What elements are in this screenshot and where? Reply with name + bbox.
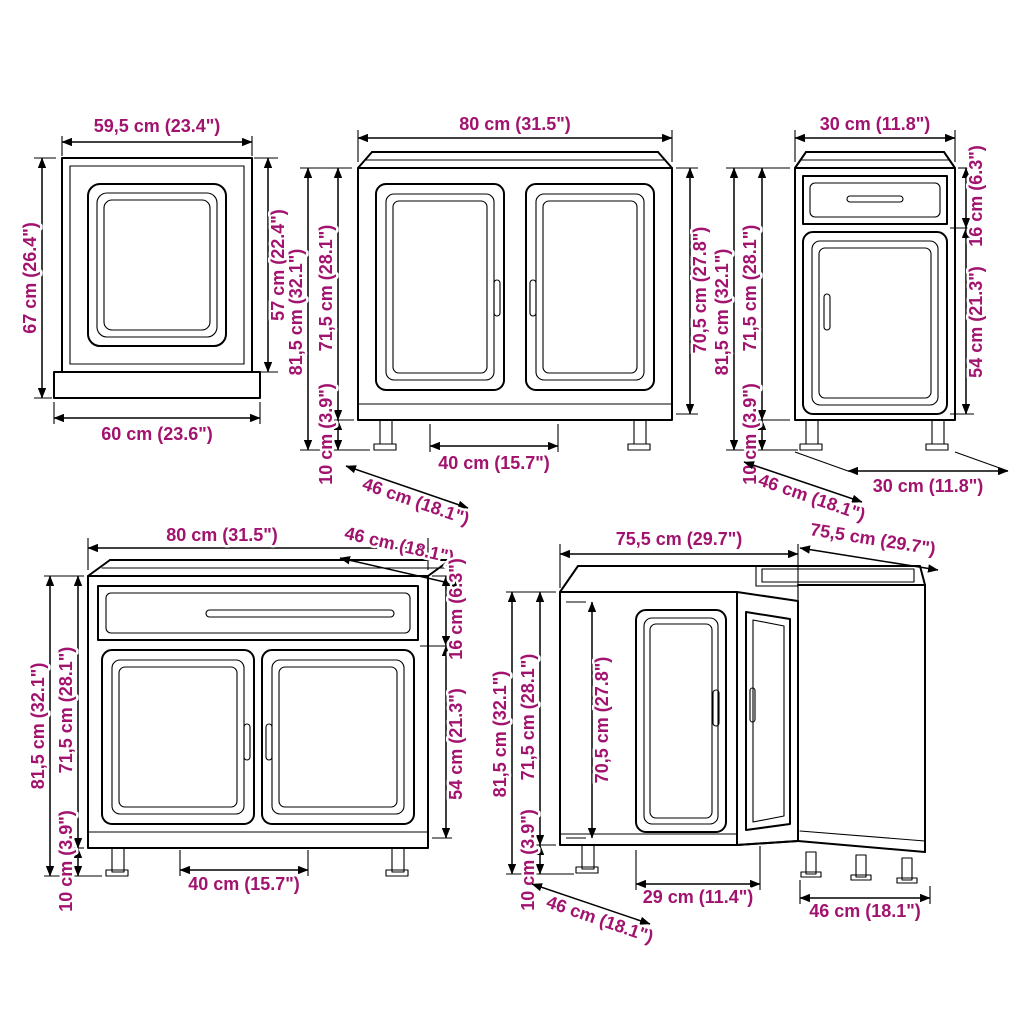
dim-wall-bottom-width: 60 cm (23.6"): [53, 402, 261, 447]
dim-narrow-right-heights: 16 cm (6.3") 54 cm (21.3"): [950, 143, 989, 415]
narrow-base-carcass: [794, 151, 956, 421]
drawer-handle: [846, 195, 904, 203]
dim-sink-heights-left: 71,5 cm (28.1") 10 cm (3.9") 81,5 cm (32…: [284, 167, 370, 487]
dim-label-wall-top-width: 59,5 cm (23.4"): [94, 116, 221, 136]
dim-wall-left-height: 67 cm (26.4"): [18, 157, 56, 399]
dim-label-wall-bottom-width: 60 cm (23.6"): [101, 424, 213, 444]
drawer-handle: [205, 609, 395, 618]
narrow-base-drawer: [802, 175, 948, 225]
dim-label-sink-top-width: 80 cm (31.5"): [459, 114, 571, 134]
wall-cabinet-door: [87, 183, 227, 347]
dim-label-corner-total-height: 81,5 cm (32.1"): [490, 671, 510, 798]
door-handle: [823, 293, 831, 331]
drawer-base-left-door: [101, 649, 255, 825]
dim-label-corner-front-width: 29 cm (11.4"): [643, 887, 754, 907]
dim-label-narrow-body-height: 71,5 cm (28.1"): [740, 225, 760, 352]
drawer-base-right-door: [261, 649, 415, 825]
dim-label-drawer80-door-width: 40 cm (15.7"): [188, 874, 300, 894]
dim-label-drawer80-top-width: 80 cm (31.5"): [166, 525, 278, 545]
dim-drawer80-top-width: 80 cm (31.5"): [87, 523, 429, 570]
dim-label-narrow-door-height: 54 cm (21.3"): [966, 266, 986, 378]
door-handle: [712, 689, 720, 727]
wall-cabinet-carcass: [53, 157, 261, 399]
dim-label-sink-total-height: 81,5 cm (32.1"): [286, 249, 306, 376]
dim-label-drawer80-door-height: 54 cm (21.3"): [446, 688, 466, 800]
dim-narrow-top-width: 30 cm (11.8"): [794, 112, 956, 162]
dim-label-narrow-top-width: 30 cm (11.8"): [820, 114, 931, 134]
drawer-base-drawer: [97, 585, 419, 641]
dim-label-drawer80-drawer-height: 16 cm (6.3"): [446, 558, 466, 660]
dim-corner-left-width: 75,5 cm (29.7"): [559, 527, 799, 598]
dim-label-corner-leg-height: 10 cm (3.9"): [518, 809, 538, 911]
door-handle: [265, 723, 273, 761]
corner-base-angled-door: [745, 611, 791, 831]
dim-label-narrow-total-height: 81,5 cm (32.1"): [712, 249, 732, 376]
narrow-base-door: [802, 231, 948, 415]
dim-narrow-bottom-width: 30 cm (11.8"): [794, 451, 1009, 499]
dim-label-narrow-drawer-height: 16 cm (6.3"): [966, 145, 986, 247]
dim-label-wall-right-height: 57 cm (22.4"): [268, 209, 288, 321]
dim-label-corner-front-height: 70,5 cm (27.8"): [592, 657, 612, 784]
dim-label-sink-body-height: 71,5 cm (28.1"): [316, 225, 336, 352]
dim-corner-front-height: 70,5 cm (27.8"): [566, 601, 615, 839]
dim-drawer80-door-width: 40 cm (15.7"): [179, 850, 309, 897]
dim-corner-depth-right: 46 cm (18.1"): [799, 880, 931, 924]
dim-label-narrow-bottom-width: 30 cm (11.8"): [873, 476, 984, 496]
dim-wall-right-height: 57 cm (22.4"): [254, 157, 291, 373]
dim-sink-top-width: 80 cm (31.5"): [357, 112, 673, 162]
drawer-base-cabinet: 80 cm (31.5") 46 cm (18.1") 71,5 cm (28.…: [26, 520, 469, 914]
dim-label-wall-left-height: 67 cm (26.4"): [20, 222, 40, 334]
sink-base-right-door: [525, 183, 655, 391]
dim-label-sink-door-width: 40 cm (15.7"): [438, 453, 550, 473]
dim-label-sink-leg-height: 10 cm (3.9"): [316, 383, 336, 485]
dim-drawer80-right-heights: 16 cm (6.3") 54 cm (21.3"): [420, 556, 469, 839]
dim-wall-top-width: 59,5 cm (23.4"): [61, 114, 253, 156]
dim-corner-front-width: 29 cm (11.4"): [635, 846, 761, 910]
dim-label-corner-depth-right: 46 cm (18.1"): [809, 901, 921, 921]
dim-label-corner-left-width: 75,5 cm (29.7"): [616, 529, 743, 549]
door-handle: [243, 723, 251, 761]
sink-base-carcass: [357, 151, 673, 421]
dim-drawer80-left-heights: 71,5 cm (28.1") 10 cm (3.9") 81,5 cm (32…: [26, 575, 102, 914]
sink-base-left-door: [375, 183, 505, 391]
door-handle: [529, 279, 537, 317]
corner-base-legs: [575, 844, 918, 884]
wall-cabinet: 59,5 cm (23.4") 67 cm (26.4") 57 cm (22.…: [18, 114, 291, 447]
drawer-base-dimensions: 80 cm (31.5") 46 cm (18.1") 71,5 cm (28.…: [26, 520, 469, 914]
dim-sink-front-height-right: 70,5 cm (27.8"): [676, 167, 713, 415]
drawer-base-legs: [105, 847, 409, 877]
dim-label-corner-body-height: 71,5 cm (28.1"): [518, 654, 538, 781]
dim-label-sink-front-height: 70,5 cm (27.8"): [690, 227, 710, 354]
dim-label-drawer80-leg-height: 10 cm (3.9"): [56, 810, 76, 912]
door-handle: [493, 279, 501, 317]
dim-narrow-left-heights: 71,5 cm (28.1") 10 cm (3.9") 81,5 cm (32…: [710, 167, 798, 487]
wall-cabinet-dimensions: 59,5 cm (23.4") 67 cm (26.4") 57 cm (22.…: [18, 114, 291, 447]
dim-label-narrow-leg-height: 10 cm (3.9"): [740, 383, 760, 485]
door-handle: [749, 687, 756, 723]
corner-base-front-door: [635, 609, 727, 833]
sink-base-legs: [373, 419, 651, 451]
narrow-base-legs: [799, 419, 949, 451]
dim-label-drawer80-total-height: 81,5 cm (32.1"): [28, 663, 48, 790]
dim-label-drawer80-body-height: 71,5 cm (28.1"): [56, 647, 76, 774]
